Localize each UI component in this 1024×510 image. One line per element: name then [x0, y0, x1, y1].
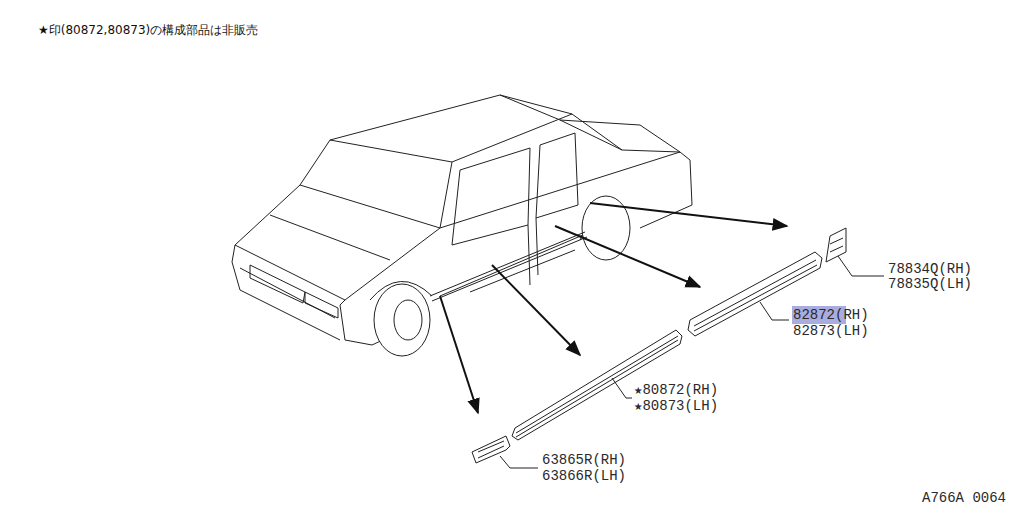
part-number: 78835Q(LH) [888, 276, 972, 292]
leader-line [760, 302, 789, 320]
leader-line [500, 456, 538, 468]
front-fender-molding [472, 436, 510, 463]
front-wheel [374, 284, 430, 356]
side-molding [430, 232, 587, 301]
rear-fender-molding [826, 228, 846, 262]
part-number: A766A 0064 [922, 490, 1006, 506]
part-number: ★80872(RH) [634, 382, 718, 398]
leader-line [838, 256, 884, 276]
front-face [232, 245, 345, 340]
roof [300, 95, 572, 228]
note-text: ★印(80872,80873)の構成部品は非販売 [38, 22, 258, 38]
pointer-arrow [555, 226, 700, 287]
front-wheel-hub [394, 300, 422, 340]
part-number: 78834Q(RH) [888, 261, 972, 277]
leader-line [612, 378, 632, 398]
part-number: 63866R(LH) [542, 468, 626, 484]
pointer-arrow [440, 296, 478, 413]
car-body [232, 95, 692, 356]
pointer-arrow [590, 203, 787, 226]
hood [235, 185, 440, 260]
pointer-arrows [440, 203, 787, 413]
part-number: 82872(RH) [793, 307, 869, 323]
molding-parts [472, 228, 846, 463]
pointer-arrow [492, 265, 580, 355]
part-number: 63865R(RH) [542, 452, 626, 468]
part-number: 82873(LH) [793, 323, 869, 339]
part-number: ★80873(LH) [634, 398, 718, 414]
rear-deck [500, 95, 680, 152]
headlamp [305, 292, 338, 318]
leader-lines [500, 256, 884, 468]
